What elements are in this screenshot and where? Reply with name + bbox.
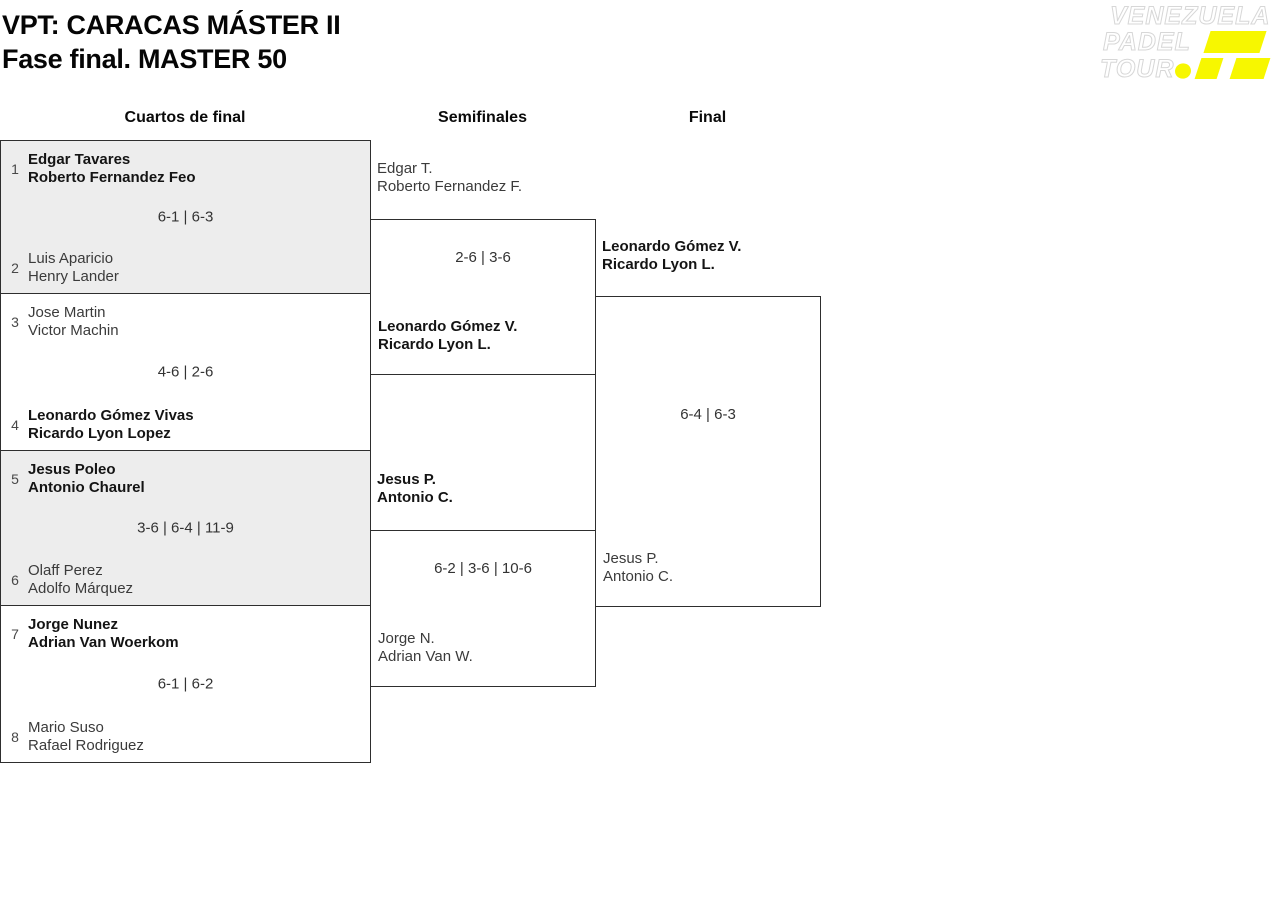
match-final: 6-4 | 6-3 Jesus P. Antonio C.	[595, 296, 821, 607]
team-row: 7 Jorge Nunez Adrian Van Woerkom	[9, 616, 179, 652]
team-row: 3 Jose Martin Victor Machin	[9, 304, 119, 340]
team-names: Jorge Nunez Adrian Van Woerkom	[28, 616, 179, 651]
match-quarterfinal-4: 7 Jorge Nunez Adrian Van Woerkom 6-1 | 6…	[0, 605, 371, 763]
team-names: Leonardo Gómez Vivas Ricardo Lyon Lopez	[28, 407, 194, 442]
tournament-subtitle: Fase final. MASTER 50	[2, 44, 287, 74]
match-semifinal-1: 2-6 | 3-6 Leonardo Gómez V. Ricardo Lyon…	[370, 219, 596, 375]
round-header-semifinals: Semifinales	[438, 109, 527, 126]
match-score: 6-2 | 3-6 | 10-6	[434, 560, 532, 577]
team-names: Mario Suso Rafael Rodriguez	[28, 719, 144, 754]
logo-dot-icon	[1173, 61, 1193, 81]
team-names: Leonardo Gómez V. Ricardo Lyon L.	[602, 238, 742, 273]
match-score: 3-6 | 6-4 | 11-9	[137, 519, 234, 537]
seed-number: 5	[11, 471, 19, 487]
logo-bar-icon	[1229, 58, 1271, 79]
logo-bar-icon	[1203, 31, 1267, 53]
match-score: 6-1 | 6-2	[157, 675, 214, 693]
team-row: 6 Olaff Perez Adolfo Márquez	[9, 562, 133, 598]
team-names: Jesus P. Antonio C.	[603, 550, 674, 585]
seed-number: 4	[11, 417, 19, 433]
team-names: Leonardo Gómez V. Ricardo Lyon L.	[378, 318, 518, 353]
match-quarterfinal-3: 5 Jesus Poleo Antonio Chaurel 3-6 | 6-4 …	[0, 450, 371, 606]
round-header-final: Final	[688, 109, 727, 126]
team-names: Edgar Tavares Roberto Fernandez Feo	[28, 151, 196, 186]
match-score: 4-6 | 2-6	[157, 363, 214, 381]
match-score: 6-4 | 6-3	[680, 406, 736, 423]
round-header-quarterfinals: Cuartos de final	[124, 109, 246, 126]
match-quarterfinal-1: 1 Edgar Tavares Roberto Fernandez Feo 6-…	[0, 140, 371, 294]
match-score: 2-6 | 3-6	[455, 249, 511, 266]
team-names: Luis Aparicio Henry Lander	[28, 250, 119, 285]
logo-bar-icon	[1194, 58, 1224, 79]
team-row: 1 Edgar Tavares Roberto Fernandez Feo	[9, 151, 196, 187]
logo-text-padel: PADEL	[1103, 28, 1191, 56]
seed-number: 6	[11, 572, 19, 588]
logo-text-tour: TOUR	[1099, 55, 1175, 83]
logo-text-venezuela: VENEZUELA	[1109, 2, 1271, 30]
tournament-title: VPT: CARACAS MÁSTER II	[2, 10, 341, 40]
team-row: 5 Jesus Poleo Antonio Chaurel	[9, 461, 145, 497]
team-names: Olaff Perez Adolfo Márquez	[28, 562, 134, 597]
team-row: 2 Luis Aparicio Henry Lander	[9, 250, 119, 286]
seed-number: 8	[11, 729, 19, 745]
match-quarterfinal-2: 3 Jose Martin Victor Machin 4-6 | 2-6 4 …	[0, 293, 371, 451]
team-row: 4 Leonardo Gómez Vivas Ricardo Lyon Lope…	[9, 407, 194, 443]
team-names: Edgar T. Roberto Fernandez F.	[377, 160, 523, 195]
seed-number: 1	[11, 161, 19, 177]
team-names: Jorge N. Adrian Van W.	[378, 630, 473, 665]
seed-number: 7	[11, 626, 19, 642]
match-score: 6-1 | 6-3	[157, 208, 214, 226]
team-row: 8 Mario Suso Rafael Rodriguez	[9, 719, 144, 755]
team-names: Jose Martin Victor Machin	[28, 304, 119, 339]
match-semifinal-2: 6-2 | 3-6 | 10-6 Jorge N. Adrian Van W.	[370, 530, 596, 687]
team-names: Jesus P. Antonio C.	[377, 471, 453, 506]
team-names: Jesus Poleo Antonio Chaurel	[28, 461, 145, 496]
seed-number: 2	[11, 260, 19, 276]
seed-number: 3	[11, 314, 19, 330]
